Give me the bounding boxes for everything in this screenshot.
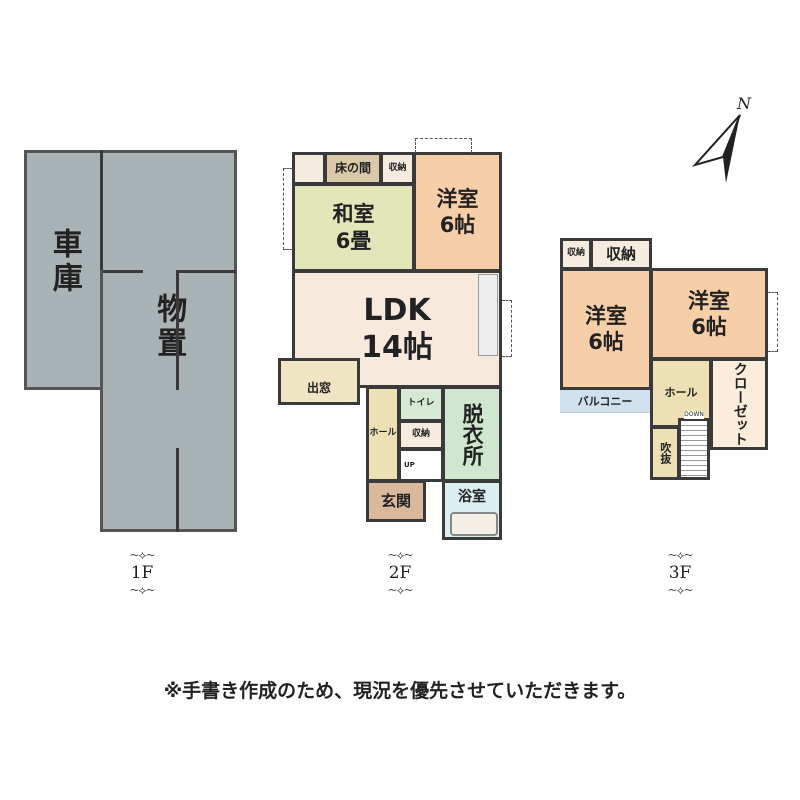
wall [176, 270, 179, 390]
wall [176, 448, 179, 532]
toilet: トイレ [398, 386, 444, 422]
closet-3f: 収納 [590, 238, 652, 270]
balcony: バルコニー [560, 390, 650, 413]
north-label: N [737, 94, 751, 113]
alcove-side [292, 152, 326, 185]
kitchen-counter [478, 274, 498, 356]
wall [176, 270, 236, 273]
north-arrow-icon [691, 114, 741, 183]
walk-in-closet: クローゼット [710, 358, 768, 450]
stairs-up: UP [398, 448, 444, 482]
demado: 出窓 [278, 358, 360, 405]
wall [100, 150, 103, 270]
wall [103, 270, 143, 273]
floor-2-label: ~⟡~2F~⟡~ [387, 548, 413, 597]
stairs-down: DOWN [678, 411, 710, 480]
window [415, 138, 472, 153]
closet-small: 収納 [380, 152, 415, 185]
closet-2: 収納 [398, 420, 444, 450]
storage: 物置 [100, 150, 237, 532]
fukinuke: 吹抜 [650, 426, 680, 480]
closet-small-3f: 収納 [560, 238, 592, 270]
window [283, 168, 293, 250]
floor-1-label: ~⟡~1F~⟡~ [129, 548, 155, 597]
garage: 車庫 [24, 150, 104, 390]
hall: ホール [366, 386, 400, 482]
floor-3-label: ~⟡~3F~⟡~ [667, 548, 693, 597]
disclaimer-note: ※手書き作成のため、現況を優先させていただきます。 [163, 680, 637, 702]
datsuijo: 脱衣所 [442, 386, 502, 482]
tokonoma: 床の間 [324, 152, 382, 185]
window [768, 292, 778, 352]
genkan: 玄関 [366, 480, 426, 522]
bathtub [450, 512, 498, 536]
window [502, 300, 512, 357]
